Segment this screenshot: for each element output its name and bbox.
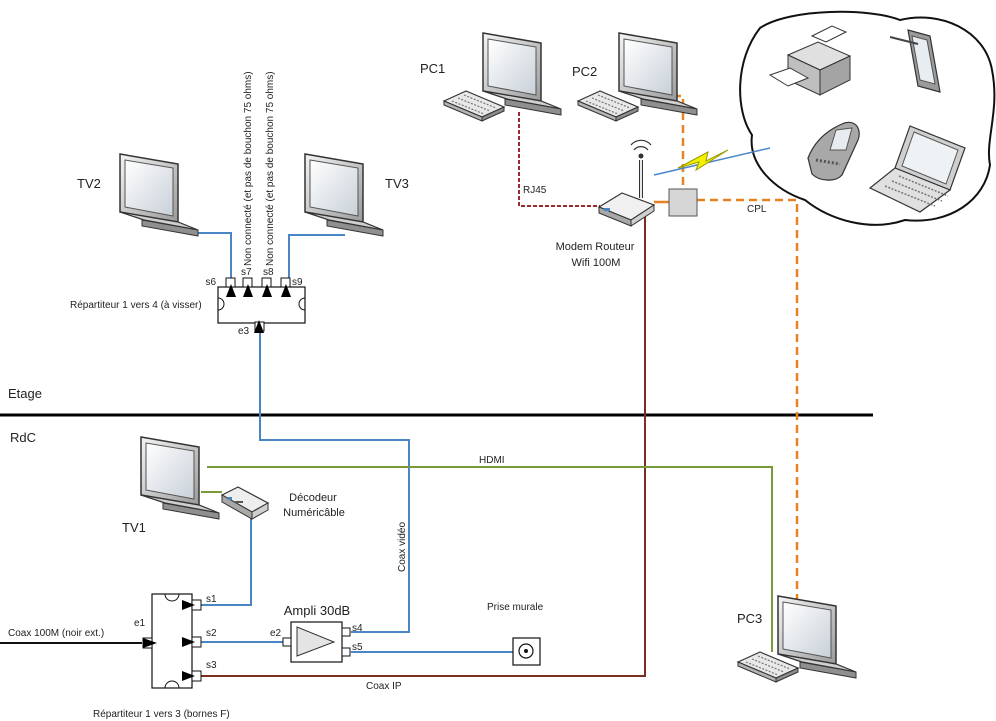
decoder-label-line2: Numéricâble bbox=[283, 507, 345, 519]
cable-rj45 bbox=[518, 112, 600, 207]
cable-coax-video bbox=[259, 328, 410, 633]
splitter3-port-s2: s2 bbox=[206, 628, 217, 639]
not-connected-s8: Non connecté (et pas de bouchon 75 ohms) bbox=[265, 71, 276, 266]
splitter3-label: Répartiteur 1 vers 3 (bornes F) bbox=[93, 709, 230, 720]
coax-ip-label: Coax IP bbox=[366, 681, 402, 692]
splitter4-label: Répartiteur 1 vers 4 (à visser) bbox=[70, 300, 202, 311]
splitter4-port-s8: s8 bbox=[263, 267, 274, 278]
cable-tv2-s6 bbox=[186, 232, 232, 282]
tv1-monitor-icon bbox=[140, 436, 220, 520]
tv2-monitor-icon bbox=[119, 153, 199, 237]
coax-video-label: Coax vidéo bbox=[397, 522, 408, 572]
splitter3-port-s1: s1 bbox=[206, 594, 217, 605]
splitter3-port-e1: e1 bbox=[134, 618, 146, 629]
splitter4-port-s9: s9 bbox=[292, 277, 303, 288]
wall-socket-label: Prise murale bbox=[487, 602, 544, 613]
splitter-4way bbox=[217, 277, 306, 333]
floor-label-ground: RdC bbox=[10, 430, 36, 445]
pc3-label: PC3 bbox=[737, 611, 762, 626]
router-label-line2: Wifi 100M bbox=[572, 257, 621, 269]
amp-port-s5: s5 bbox=[352, 642, 363, 653]
wall-socket-icon bbox=[512, 637, 541, 666]
laptop-icon bbox=[868, 125, 966, 213]
router-label-line1: Modem Routeur bbox=[556, 241, 635, 253]
cable-decoder-s1 bbox=[201, 513, 252, 606]
splitter4-port-s7: s7 bbox=[241, 267, 252, 278]
floor-label-upper: Etage bbox=[8, 386, 42, 401]
hdmi-label: HDMI bbox=[479, 455, 505, 466]
amp-port-s4: s4 bbox=[352, 623, 363, 634]
cable-tv3-s9 bbox=[288, 234, 345, 282]
tv3-monitor-icon bbox=[304, 153, 384, 237]
coax-input-label: Coax 100M (noir ext.) bbox=[8, 628, 104, 639]
pc1-label: PC1 bbox=[420, 61, 445, 76]
coax-blue-cables bbox=[186, 232, 513, 653]
rj45-label: RJ45 bbox=[523, 185, 547, 196]
wifi-link bbox=[653, 147, 771, 176]
tv3-label: TV3 bbox=[385, 176, 409, 191]
splitter3-port-s3: s3 bbox=[206, 660, 217, 671]
cpl-label: CPL bbox=[747, 204, 767, 215]
wifi-lightning-icon bbox=[677, 149, 729, 172]
tv2-label: TV2 bbox=[77, 176, 101, 191]
tv1-label: TV1 bbox=[122, 520, 146, 535]
decoder-label-line1: Décodeur bbox=[289, 492, 337, 504]
phone-icon bbox=[807, 121, 860, 181]
amplifier bbox=[282, 621, 351, 663]
pc2-keyboard-icon bbox=[577, 90, 639, 122]
amp-label: Ampli 30dB bbox=[284, 603, 350, 618]
router-icon bbox=[597, 139, 656, 227]
pc2-monitor-icon bbox=[618, 32, 698, 116]
amp-port-e2: e2 bbox=[270, 628, 282, 639]
cable-hdmi bbox=[207, 466, 773, 652]
cable-coax-ip bbox=[201, 213, 646, 677]
cpl-adapter bbox=[668, 188, 698, 217]
splitter-3way bbox=[142, 593, 202, 689]
printer-icon bbox=[768, 25, 852, 96]
not-connected-s7: Non connecté (et pas de bouchon 75 ohms) bbox=[243, 71, 254, 266]
splitter4-port-s6: s6 bbox=[205, 277, 216, 288]
decoder-icon bbox=[220, 486, 270, 520]
tablet-icon bbox=[889, 29, 941, 93]
wireless-cloud bbox=[739, 10, 996, 226]
splitter4-port-e3: e3 bbox=[238, 326, 250, 337]
pc2-label: PC2 bbox=[572, 64, 597, 79]
